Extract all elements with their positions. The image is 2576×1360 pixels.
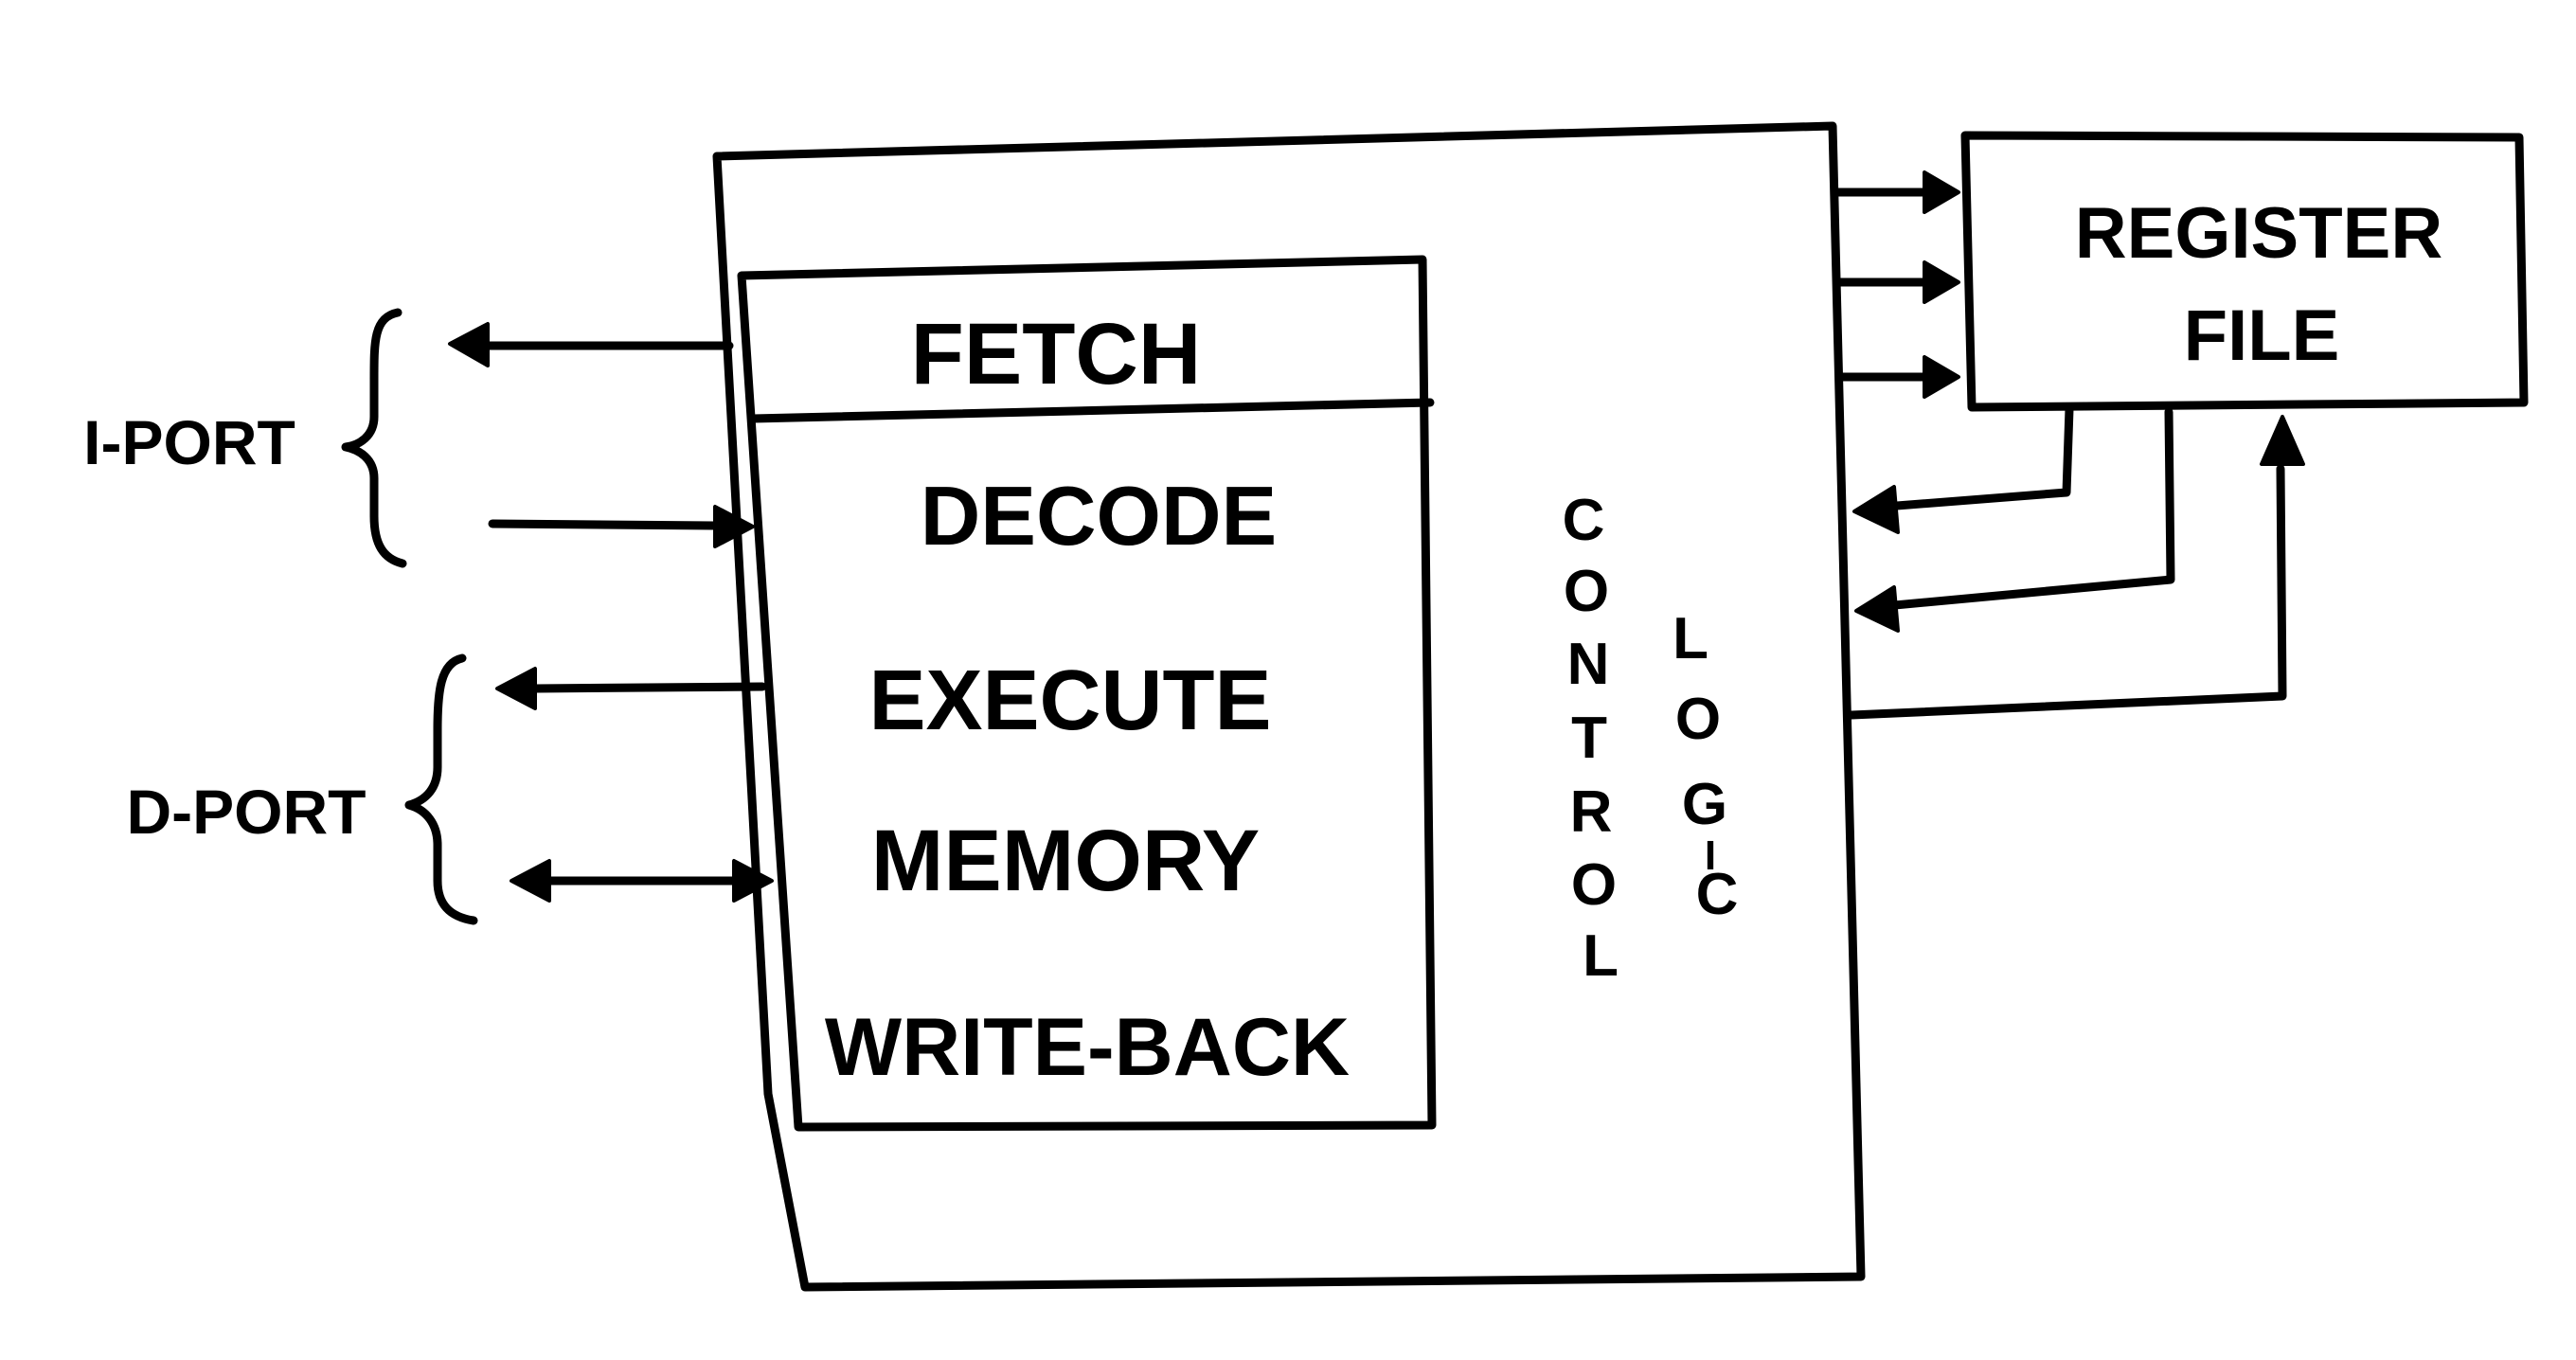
arrow-head	[510, 859, 551, 903]
d-port-label: D-PORT	[127, 777, 367, 847]
arrow-line	[1880, 407, 2175, 611]
arrow-head	[1852, 485, 1900, 534]
arrow-head	[448, 322, 490, 367]
cpu-outer-box	[712, 121, 1866, 1292]
register-file-label: REGISTER	[2075, 193, 2443, 274]
stage-execute: EXECUTE	[868, 653, 1271, 748]
logic-letter: G	[1682, 772, 1727, 837]
control-letter: O	[1571, 852, 1617, 918]
register-file-box	[1960, 131, 2529, 412]
arrow-head	[713, 505, 755, 548]
control-letter: O	[1564, 559, 1609, 624]
stage-memory: MEMORY	[871, 813, 1261, 909]
d-port-brace	[404, 653, 478, 925]
arrow-head	[495, 667, 537, 710]
i-port-in-arrow	[488, 519, 720, 530]
register-file-label: FILE	[2184, 295, 2340, 376]
logic-letter: L	[1673, 606, 1708, 671]
logic-letter: I	[1705, 832, 1716, 879]
stage-write-back: WRITE-BACK	[825, 1002, 1350, 1093]
d-port-out-arrow	[530, 682, 767, 693]
register-write-arrows	[1847, 404, 2305, 720]
control-letter: T	[1571, 706, 1607, 771]
arrow-line	[1847, 464, 2287, 720]
arrow-head	[1923, 260, 1960, 304]
arrow-head	[1923, 170, 1960, 214]
control-letter: L	[1583, 923, 1619, 989]
i-port-label: I-PORT	[83, 407, 295, 477]
control-logic-label: C O N T R O L L O G I C	[1563, 488, 1739, 989]
arrow-head	[2260, 415, 2305, 466]
register-read-arrows	[1833, 170, 1960, 399]
arrow-head	[1854, 585, 1900, 633]
logic-letter: C	[1696, 862, 1739, 927]
i-port-brace	[341, 308, 407, 568]
control-letter: N	[1567, 632, 1610, 697]
fetch-divider	[748, 398, 1435, 423]
control-letter: C	[1563, 488, 1605, 553]
stage-decode: DECODE	[921, 469, 1278, 563]
control-letter: R	[1570, 779, 1613, 845]
logic-letter: O	[1675, 687, 1721, 752]
arrow-line	[1880, 404, 2074, 511]
arrow-head	[732, 859, 774, 903]
stage-fetch: FETCH	[911, 306, 1202, 403]
pipeline-box	[737, 255, 1437, 1132]
arrow-head	[1923, 355, 1960, 399]
